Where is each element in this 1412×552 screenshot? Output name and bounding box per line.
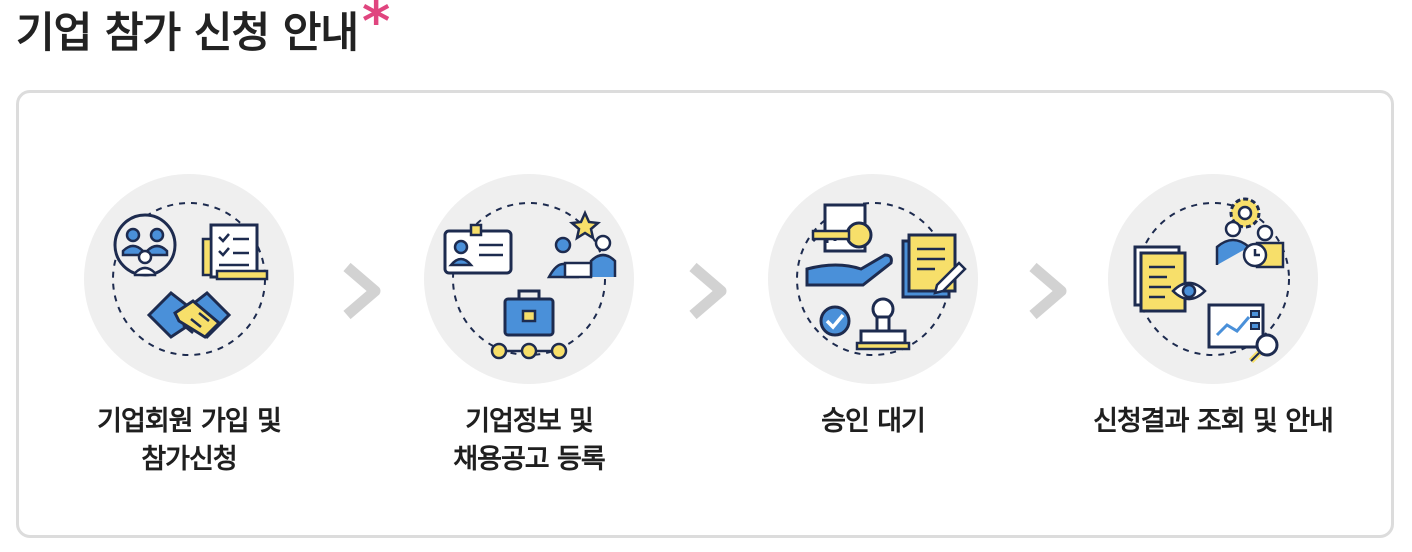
handshake-members-icon <box>83 173 295 385</box>
chevron-right-icon <box>1029 262 1067 320</box>
result-review-icon <box>1107 173 1319 385</box>
approval-stamp-icon <box>767 173 979 385</box>
process-panel: 기업회원 가입 및 참가신청 <box>16 90 1394 538</box>
step-label-line-1: 기업정보 및 <box>465 406 594 437</box>
step-label-line-2: 채용공고 등록 <box>453 444 605 475</box>
step-label-line-2: 참가신청 <box>141 444 237 475</box>
company-profile-job-posting-icon <box>423 173 635 385</box>
step-label-line-1: 기업회원 가입 및 <box>97 406 282 437</box>
step-3: 승인 대기 <box>723 173 1023 441</box>
page-title: 기업 참가 신청 안내 <box>16 8 359 57</box>
required-marker: * <box>362 0 391 53</box>
step-label-line-1: 신청결과 조회 및 안내 <box>1093 406 1334 437</box>
step-label: 신청결과 조회 및 안내 <box>1063 403 1363 441</box>
step-label: 승인 대기 <box>723 403 1023 441</box>
chevron-right-icon <box>343 262 381 320</box>
step-1: 기업회원 가입 및 참가신청 <box>39 173 339 479</box>
step-label: 기업정보 및 채용공고 등록 <box>379 403 679 479</box>
step-label-line-1: 승인 대기 <box>821 406 926 437</box>
chevron-right-icon <box>689 262 727 320</box>
step-label: 기업회원 가입 및 참가신청 <box>39 403 339 479</box>
step-4: 신청결과 조회 및 안내 <box>1063 173 1363 441</box>
page-heading: 기업 참가 신청 안내 * <box>16 0 391 62</box>
step-2: 기업정보 및 채용공고 등록 <box>379 173 679 479</box>
